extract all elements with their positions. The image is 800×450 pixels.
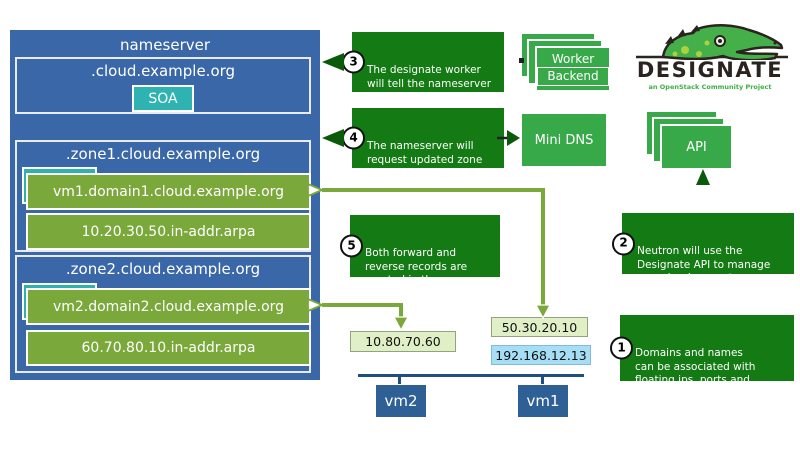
vm2-ip-chip: 10.80.70.60 — [350, 331, 456, 352]
zone1-reverse-record: 10.20.30.50.in-addr.arpa — [26, 213, 311, 250]
root-zone-box: .cloud.example.org SOA — [15, 57, 311, 114]
step4-text: The nameserver will request updated zone… — [367, 139, 483, 194]
step5-text: Both forward and reverse records are cre… — [365, 246, 468, 301]
root-zone-label: .cloud.example.org — [90, 62, 236, 80]
backend-label: Backend — [537, 67, 609, 86]
step5-badge: 5 — [340, 234, 363, 258]
vm2-record-to-ip-line — [322, 303, 403, 318]
step4-note: 4 The nameserver will request updated zo… — [342, 108, 504, 193]
soa-record: SOA — [132, 85, 194, 112]
step2-text: Neutron will use the Designate API to ma… — [637, 244, 771, 299]
step2-badge: 2 — [612, 232, 635, 255]
crocodile-icon — [636, 24, 788, 60]
step1-text: Domains and names can be associated with… — [635, 346, 756, 401]
vm1-box: vm1 — [518, 385, 568, 417]
zone2-box: .zone2.cloud.example.org vm2.domain2.clo… — [15, 255, 311, 373]
network-bus — [358, 374, 584, 377]
step5-note: 5 Both forward and reverse records are c… — [340, 215, 500, 300]
zone2-label: .zone2.cloud.example.org — [65, 260, 261, 278]
designate-logo: DESIGNATE an OpenStack Community Project — [625, 14, 795, 106]
api-card: API — [660, 124, 733, 170]
step4-to-nameserver-arrow — [322, 129, 344, 147]
worker-card: Worker Backend — [535, 46, 611, 92]
step1-note: 1 Domains and names can be associated wi… — [610, 315, 794, 400]
api-stack: API — [645, 110, 740, 172]
step1-badge: 1 — [610, 336, 633, 360]
vm1-floating-ip-chip: 50.30.20.10 — [491, 317, 588, 337]
worker-stack: Worker Backend — [520, 32, 615, 94]
minidns-card: Mini DNS — [520, 112, 608, 168]
step3-badge: 3 — [342, 50, 365, 74]
logo-wordmark: DESIGNATE — [636, 58, 784, 82]
step4-to-minidns-arrow — [507, 130, 520, 146]
vm2-record-to-ip-arrowhead — [392, 316, 410, 332]
step4-badge: 4 — [342, 126, 365, 150]
vm2-bus-tick — [398, 374, 401, 384]
step3-to-nameserver-arrow — [322, 53, 344, 71]
zone1-box: .zone1.cloud.example.org vm1.domain1.clo… — [15, 140, 311, 252]
step2-note: 2 Neutron will use the Designate API to … — [612, 213, 794, 298]
nameserver-title: nameserver — [119, 36, 211, 54]
zone1-label: .zone1.cloud.example.org — [65, 145, 261, 163]
zone1-forward-record: vm1.domain1.cloud.example.org — [26, 173, 311, 210]
vm1-bus-tick — [541, 374, 544, 384]
worker-label: Worker — [551, 52, 595, 66]
logo-tagline: an OpenStack Community Project — [648, 83, 772, 91]
step3-note: 3 The designate worker will tell the nam… — [342, 32, 504, 117]
nameserver-box: nameserver .cloud.example.org SOA .zone1… — [10, 30, 320, 380]
zone2-forward-record: vm2.domain2.cloud.example.org — [26, 288, 311, 325]
vm1-fixed-ip-chip: 192.168.12.13 — [491, 345, 591, 365]
zone2-reverse-record: 60.70.80.10.in-addr.arpa — [26, 330, 311, 366]
vm2-box: vm2 — [376, 385, 426, 417]
